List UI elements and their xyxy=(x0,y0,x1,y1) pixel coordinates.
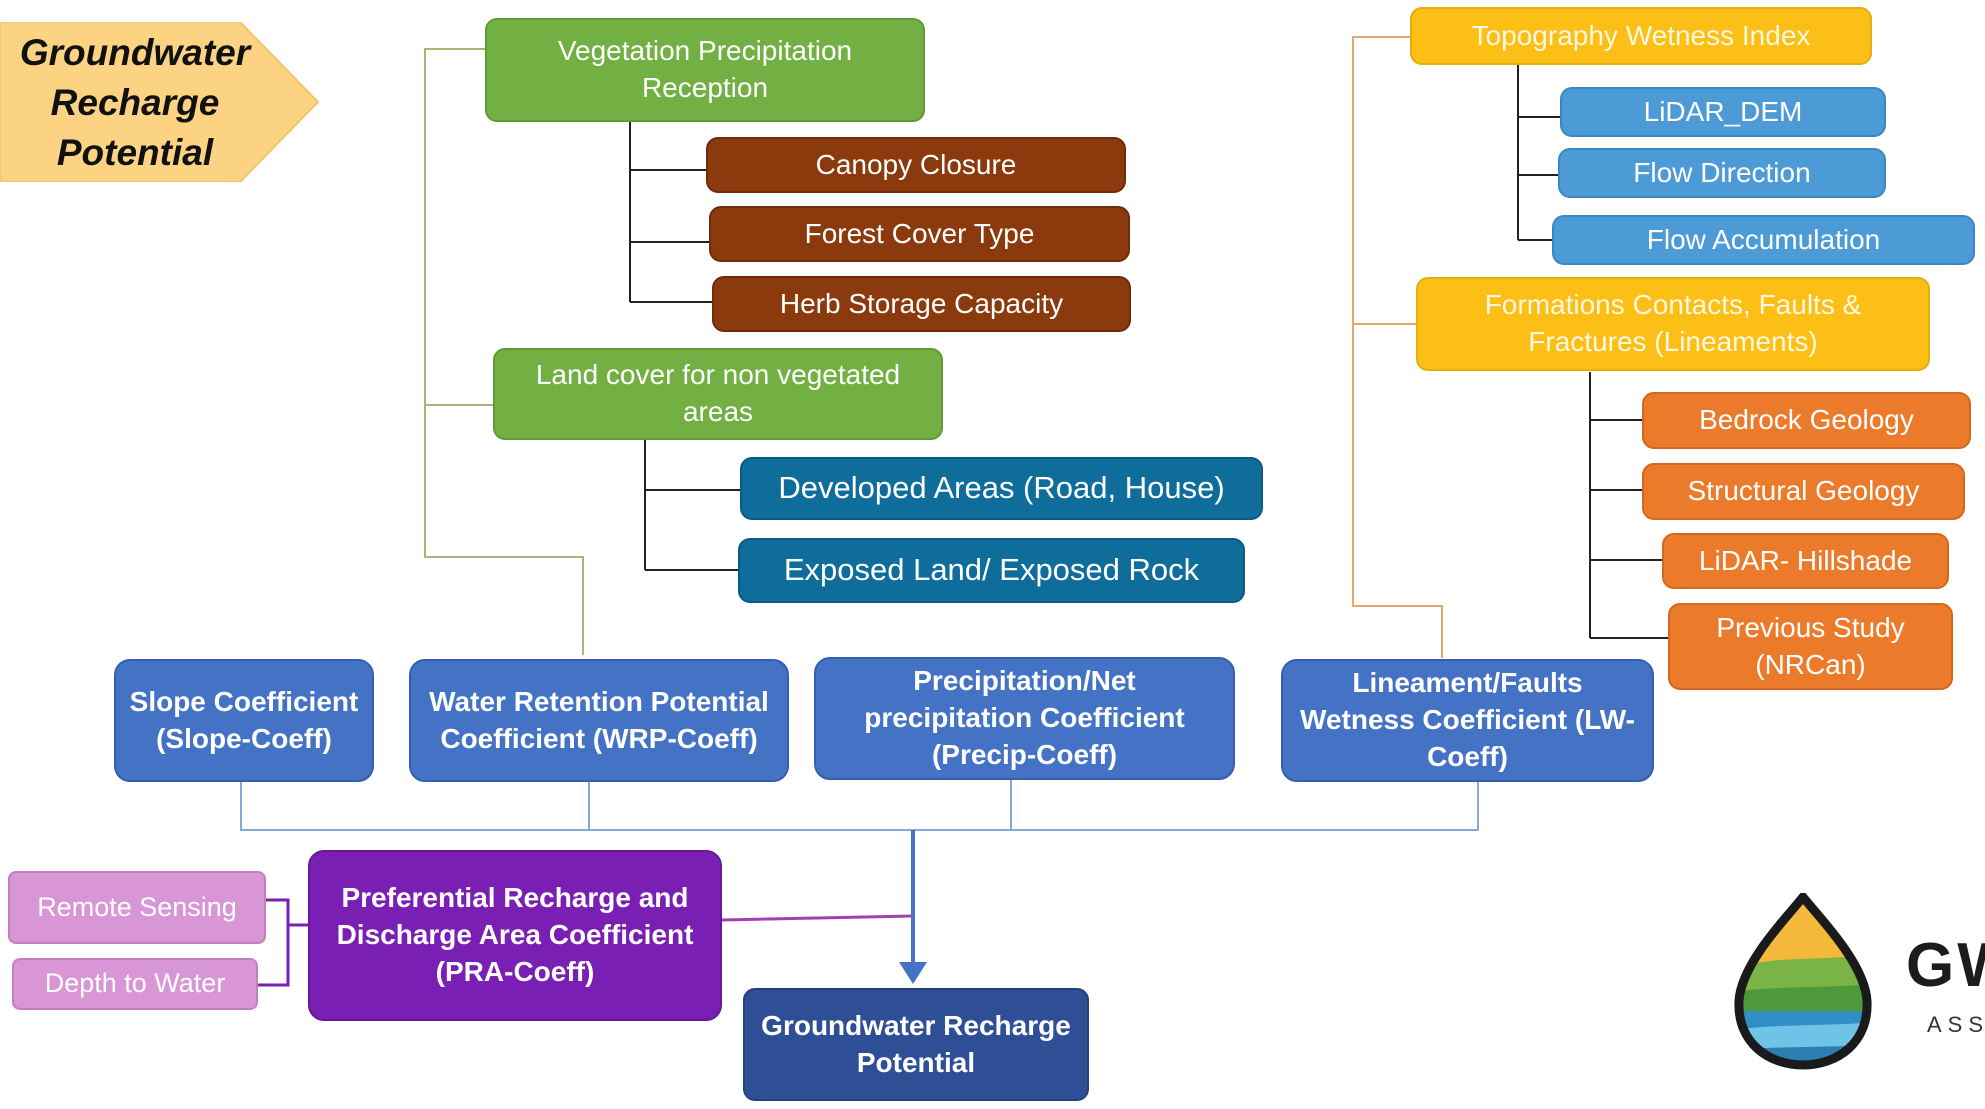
formations-contacts-node: Formations Contacts, Faults & Fractures … xyxy=(1416,277,1930,371)
lidar-hillshade-node: LiDAR- Hillshade xyxy=(1662,533,1949,589)
precip-coefficient-node: Precipitation/Net precipitation Coeffici… xyxy=(814,657,1235,780)
depth-to-water-node: Depth to Water xyxy=(12,958,258,1010)
forest-cover-type-node: Forest Cover Type xyxy=(709,206,1130,262)
previous-study-node: Previous Study (NRCan) xyxy=(1668,603,1953,690)
lw-coefficient-node: Lineament/Faults Wetness Coefficient (LW… xyxy=(1281,659,1654,782)
vegetation-precipitation-node: Vegetation Precipitation Reception xyxy=(485,18,925,122)
canopy-closure-node: Canopy Closure xyxy=(706,137,1126,193)
developed-areas-node: Developed Areas (Road, House) xyxy=(740,457,1263,520)
slope-coefficient-node: Slope Coefficient (Slope-Coeff) xyxy=(114,659,374,782)
remote-sensing-node: Remote Sensing xyxy=(8,871,266,944)
topography-wetness-index-node: Topography Wetness Index xyxy=(1410,7,1872,65)
title-line-3: Potential xyxy=(56,132,214,174)
gw-logo-icon xyxy=(1734,893,1872,1070)
pra-coefficient-node: Preferential Recharge and Discharge Area… xyxy=(308,850,722,1021)
logo-subtext: ASSES xyxy=(1927,1012,1985,1037)
structural-geology-node: Structural Geology xyxy=(1642,463,1965,520)
wrp-coefficient-node: Water Retention Potential Coefficient (W… xyxy=(409,659,789,782)
flow-direction-node: Flow Direction xyxy=(1558,148,1886,198)
flow-accumulation-node: Flow Accumulation xyxy=(1552,215,1975,265)
herb-storage-capacity-node: Herb Storage Capacity xyxy=(712,276,1131,332)
logo-text: GW xyxy=(1906,931,1985,1000)
exposed-land-node: Exposed Land/ Exposed Rock xyxy=(738,538,1245,603)
bedrock-geology-node: Bedrock Geology xyxy=(1642,392,1971,449)
land-cover-node: Land cover for non vegetated areas xyxy=(493,348,943,440)
lidar-dem-node: LiDAR_DEM xyxy=(1560,87,1886,137)
diagram-title: Groundwater Recharge Potential xyxy=(0,28,270,178)
title-arrow-shape xyxy=(0,22,320,182)
title-line-1: Groundwater xyxy=(19,31,251,73)
groundwater-recharge-potential-node: Groundwater Recharge Potential xyxy=(743,988,1089,1101)
title-line-2: Recharge xyxy=(50,81,220,123)
